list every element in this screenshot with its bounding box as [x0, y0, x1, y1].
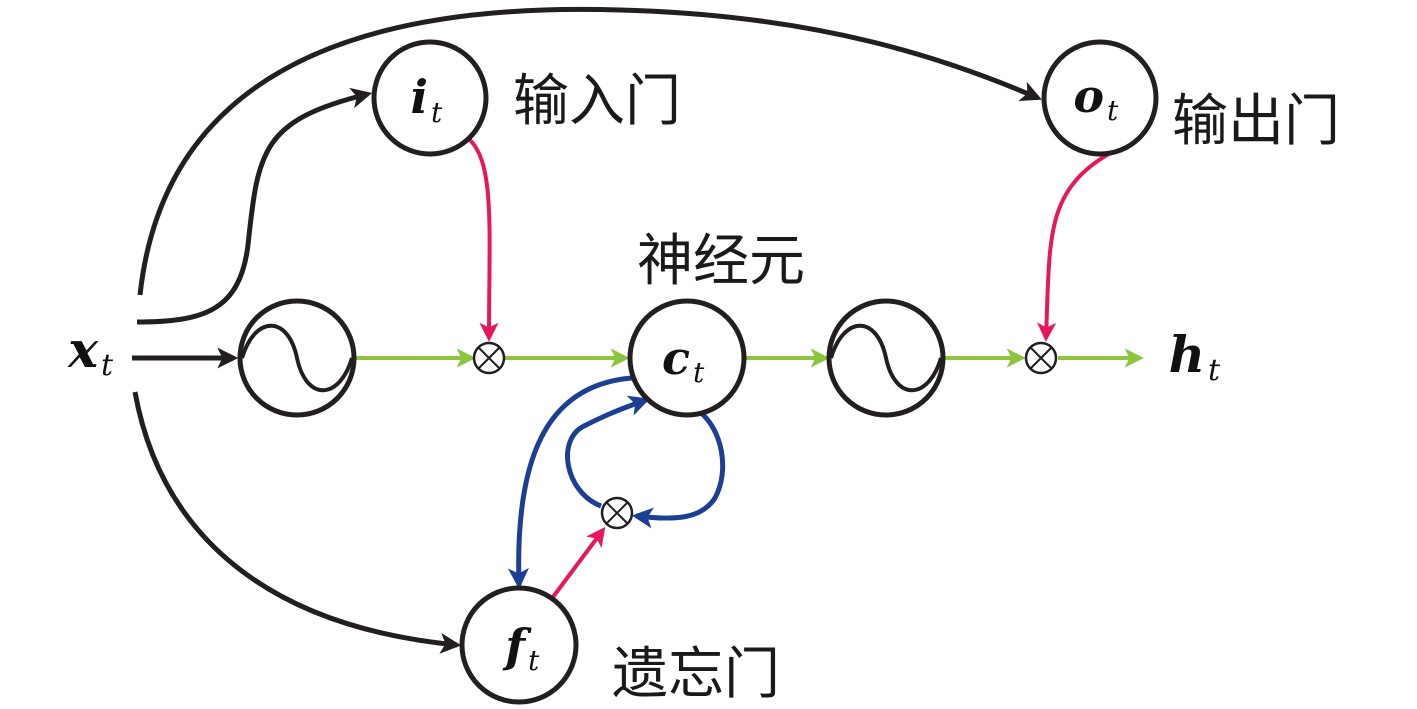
multiply-operator-2 — [1024, 341, 1058, 375]
arrow-cell-to-forget-gate — [507, 375, 633, 590]
sigmoid-wave-icon — [829, 323, 943, 393]
activation-node-1 — [237, 298, 357, 418]
output-gate-label: 输出门 — [1172, 89, 1340, 154]
input-subscript: t — [101, 348, 114, 383]
multiply-operator-1 — [472, 341, 506, 375]
output-symbol: h — [1169, 325, 1205, 384]
input-gate-label: 输入门 — [513, 69, 681, 134]
input-gate-node: i t — [371, 39, 489, 157]
arrow-x-to-forget-gate — [132, 391, 462, 654]
arrow-x-to-input-gate — [136, 87, 373, 325]
arrow-x-to-output-gate — [137, 6, 1042, 296]
cell-subscript: t — [693, 356, 705, 389]
cell-label: 神经元 — [637, 229, 805, 294]
sigmoid-wave-icon — [240, 323, 354, 393]
arrow-output-gate-to-mult2 — [1037, 150, 1113, 342]
arrow-mult3-to-cell — [565, 395, 650, 509]
arrow-input-gate-to-mult1 — [468, 138, 499, 342]
arrow-forget-gate-to-mult3 — [551, 526, 606, 599]
input-gate-symbol: i — [411, 70, 428, 124]
output-gate-subscript: t — [1107, 94, 1119, 127]
activation-node-2 — [826, 298, 946, 418]
output-gate-node: o t — [1041, 39, 1159, 157]
input-variable-label: x t — [67, 320, 114, 383]
forget-gate-label: 遗忘门 — [612, 642, 780, 707]
multiply-operator-3 — [600, 496, 634, 530]
input-gate-subscript: t — [431, 96, 443, 129]
arrow-cell-to-mult3 — [631, 410, 726, 529]
output-variable-label: h t — [1169, 325, 1221, 388]
output-gate-symbol: o — [1073, 69, 1104, 123]
forget-gate-subscript: t — [528, 644, 540, 677]
forget-gate-node: f t — [459, 585, 579, 705]
cell-symbol: c — [662, 331, 690, 385]
input-symbol: x — [67, 320, 99, 379]
output-subscript: t — [1208, 353, 1221, 388]
cell-node: c t — [627, 298, 747, 418]
